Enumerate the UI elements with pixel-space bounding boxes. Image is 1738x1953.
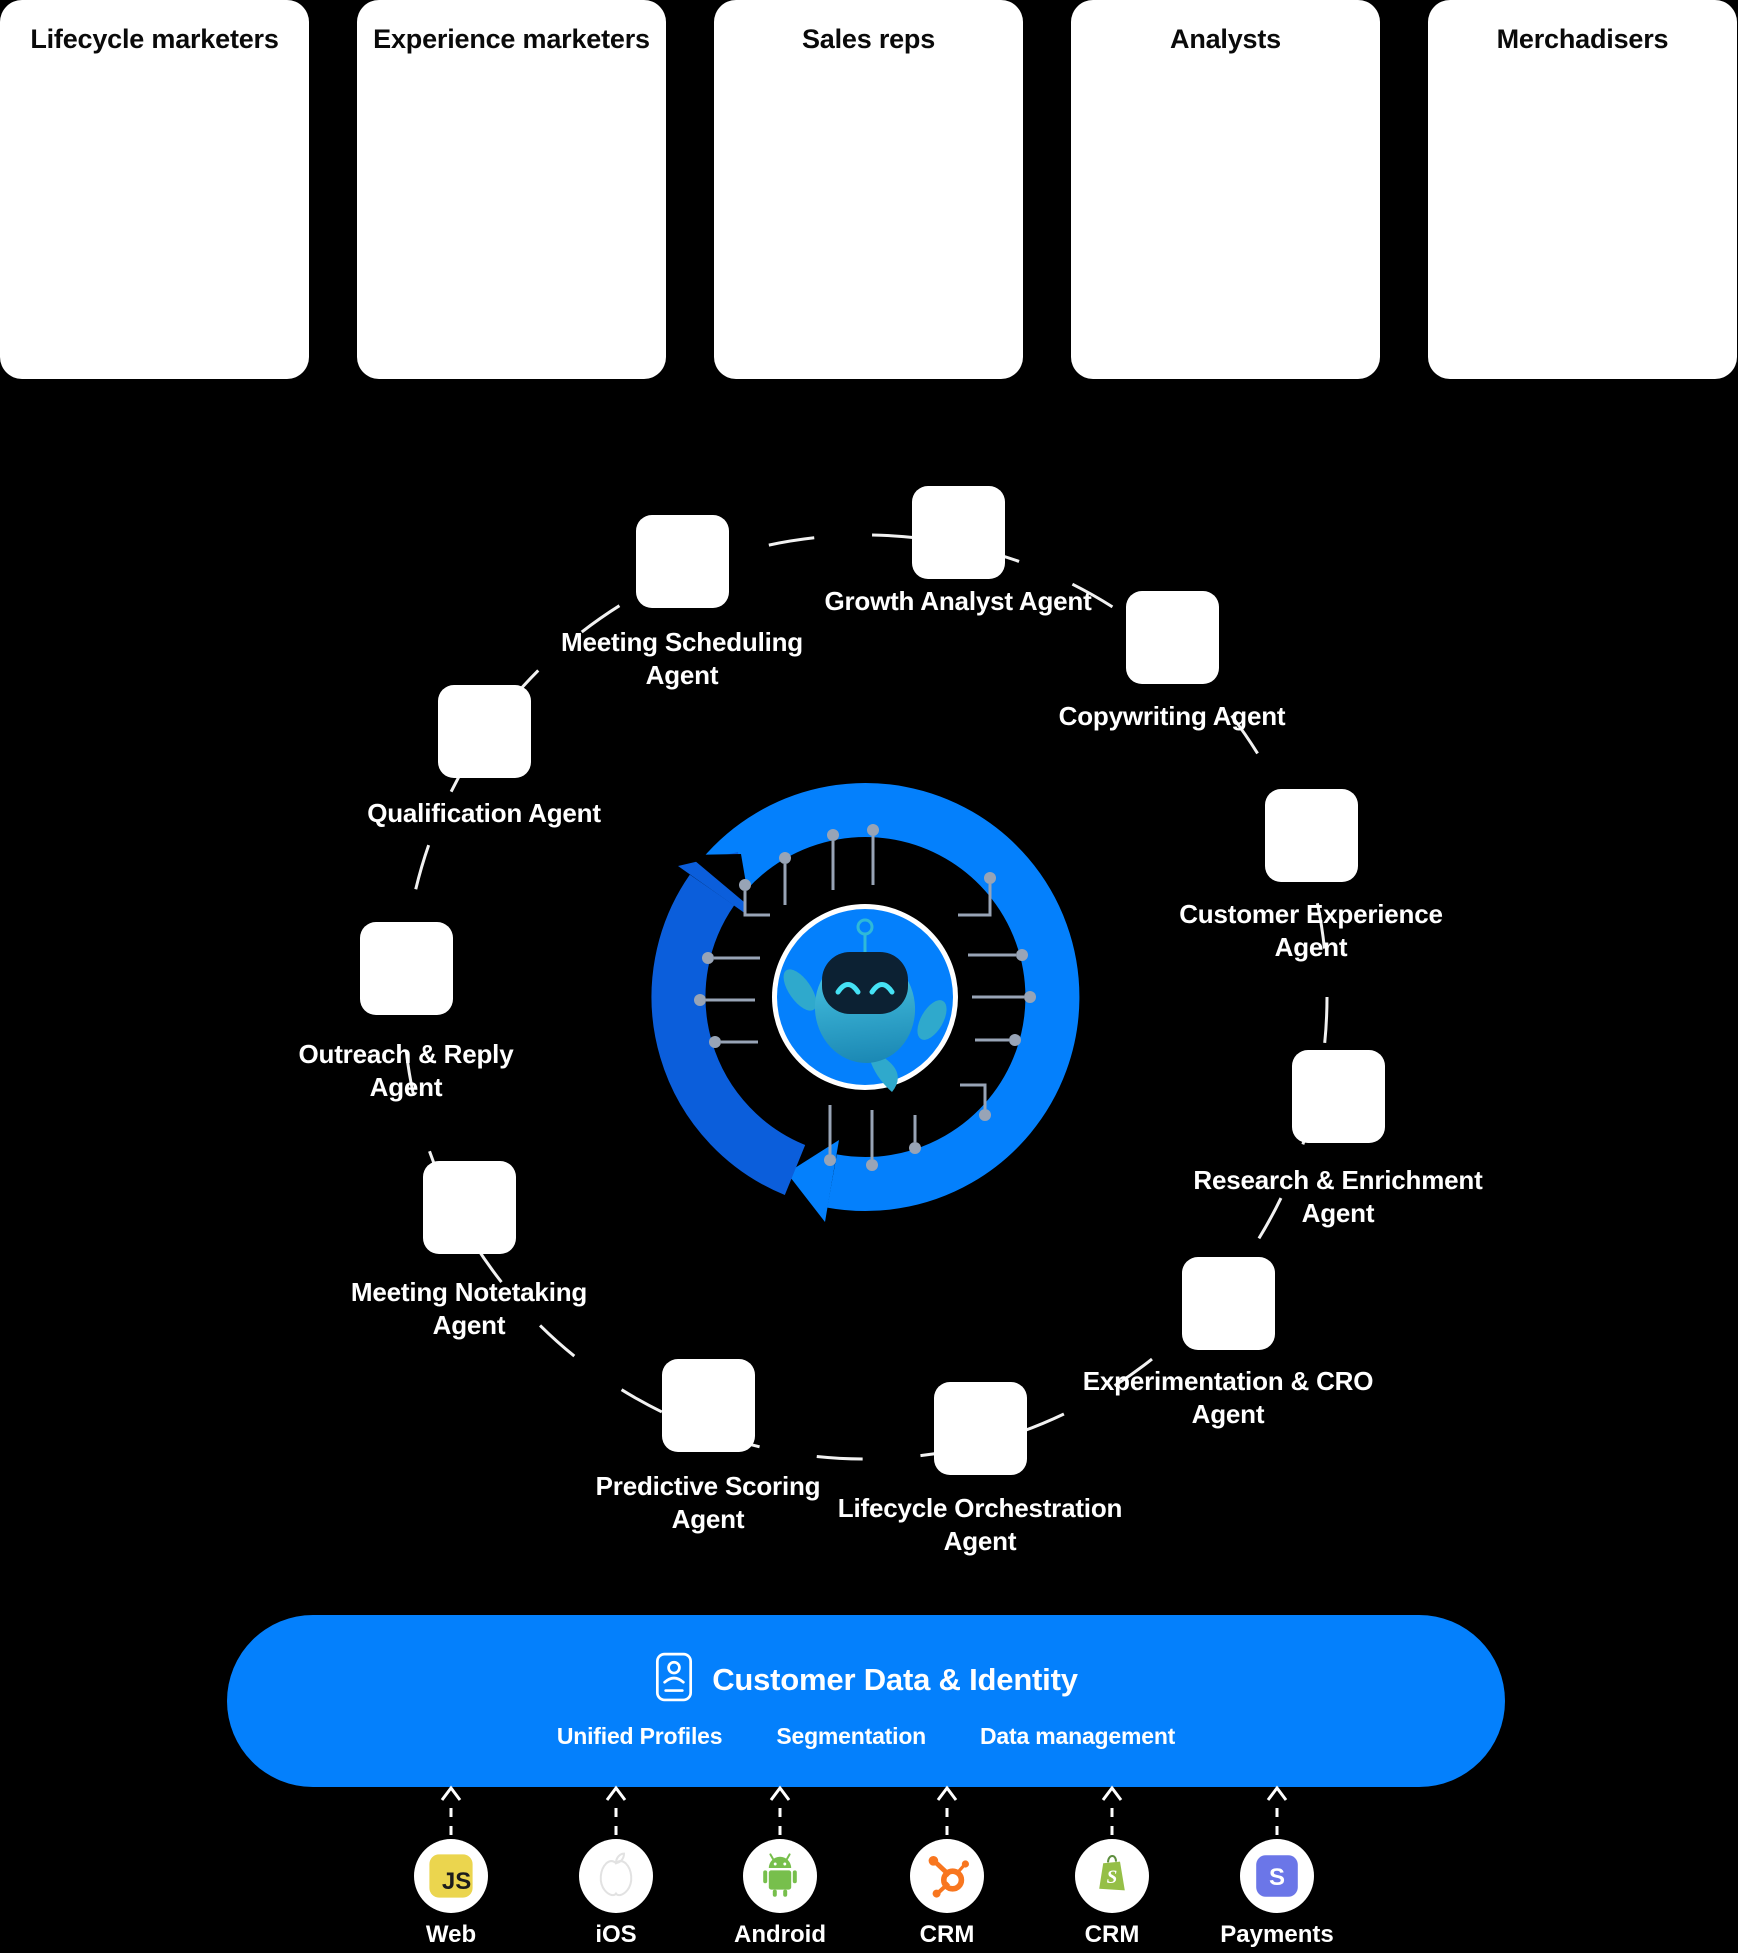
- agent-node-meeting-scheduling: [636, 515, 729, 608]
- agent-node-meeting-notetaking: [423, 1161, 516, 1254]
- contact-card-icon: [654, 1652, 694, 1707]
- persona-card-lifecycle-marketers: Lifecycle marketers: [0, 0, 309, 379]
- agent-label: Research & Enrichment Agent: [1193, 1165, 1483, 1228]
- source-label: Web: [425, 1921, 477, 1948]
- agent-node-experimentation-cro: [1182, 1257, 1275, 1350]
- shopify-icon: S: [1075, 1839, 1149, 1913]
- agent-node-predictive-scoring: [662, 1359, 755, 1452]
- persona-card-sales-reps: Sales reps: [714, 0, 1023, 379]
- javascript-icon: JS: [414, 1839, 488, 1913]
- persona-title: Experience marketers: [373, 24, 650, 54]
- agent-label: Meeting Notetaking Agent: [350, 1277, 588, 1340]
- source-item-crm-hubspot: CRM: [877, 1839, 1017, 1949]
- ai-robot-icon: [772, 904, 958, 1092]
- stripe-icon: S: [1240, 1839, 1314, 1913]
- apple-icon: [579, 1839, 653, 1913]
- persona-card-analysts: Analysts: [1071, 0, 1380, 379]
- platform-feature-data-management: Data management: [980, 1723, 1176, 1749]
- cycle-arrows-icon: [651, 783, 1080, 1222]
- platform-title: Customer Data & Identity: [712, 1661, 1078, 1697]
- agent-label: Lifecycle Orchestration Agent: [837, 1493, 1123, 1556]
- hubspot-icon: [910, 1839, 984, 1913]
- customer-data-identity-bar: Customer Data & Identity Unified Profile…: [227, 1615, 1505, 1787]
- source-item-ios: iOS: [546, 1839, 686, 1949]
- agent-node-customer-experience: [1265, 789, 1358, 882]
- agent-label: Qualification Agent: [367, 798, 601, 828]
- source-item-android: Android: [710, 1839, 850, 1949]
- circuit-pattern-icon: [694, 824, 1036, 1171]
- agent-node-copywriting: [1126, 591, 1219, 684]
- source-label: Android: [734, 1921, 826, 1948]
- persona-card-merchadisers: Merchadisers: [1428, 0, 1737, 379]
- persona-title: Lifecycle marketers: [30, 24, 279, 54]
- persona-title: Merchadisers: [1496, 24, 1669, 54]
- agent-node-growth-analyst: [912, 486, 1005, 579]
- android-icon: [743, 1839, 817, 1913]
- agent-node-lifecycle-orchestration: [934, 1382, 1027, 1475]
- agent-node-outreach-reply: [360, 922, 453, 1015]
- svg-text:S: S: [1269, 1864, 1285, 1891]
- agent-label: Copywriting Agent: [1058, 701, 1286, 731]
- agent-label: Predictive Scoring Agent: [595, 1471, 821, 1534]
- persona-card-experience-marketers: Experience marketers: [357, 0, 666, 379]
- platform-feature-unified-profiles: Unified Profiles: [556, 1723, 723, 1749]
- persona-title: Analysts: [1170, 24, 1281, 54]
- source-label: CRM: [919, 1921, 975, 1948]
- platform-feature-segmentation: Segmentation: [776, 1723, 927, 1749]
- agent-label: Outreach & Reply Agent: [298, 1039, 514, 1102]
- source-item-web: JS Web: [381, 1839, 521, 1949]
- agent-label: Growth Analyst Agent: [824, 586, 1092, 616]
- source-item-crm-shopify: S CRM: [1042, 1839, 1182, 1949]
- svg-text:S: S: [1107, 1867, 1118, 1888]
- source-label: CRM: [1084, 1921, 1140, 1948]
- source-connectors: [440, 1785, 1288, 1840]
- source-label: Payments: [1220, 1921, 1334, 1948]
- source-item-payments-stripe: S Payments: [1207, 1839, 1347, 1949]
- agent-node-qualification: [438, 685, 531, 778]
- svg-text:JS: JS: [442, 1868, 471, 1895]
- persona-title: Sales reps: [801, 24, 936, 54]
- source-label: iOS: [595, 1921, 637, 1948]
- agent-label: Experimentation & CRO Agent: [1082, 1366, 1374, 1429]
- agent-label: Customer Experience Agent: [1179, 899, 1443, 962]
- agent-node-research-enrichment: [1292, 1050, 1385, 1143]
- agent-label: Meeting Scheduling Agent: [561, 627, 803, 690]
- personas-row: Lifecycle marketers Experience marketers…: [0, 0, 1738, 379]
